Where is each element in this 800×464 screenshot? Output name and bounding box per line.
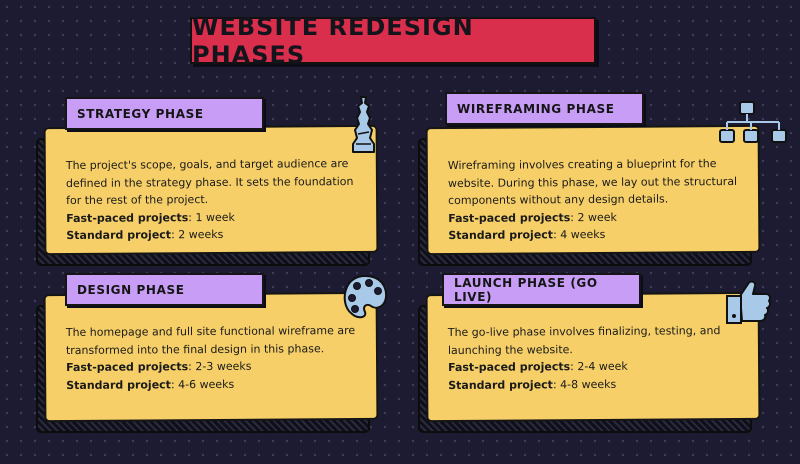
phase-card-launch: The go-live phase involves finalizing, t… bbox=[425, 291, 761, 423]
fast-paced-value: : 2-3 weeks bbox=[188, 359, 252, 374]
fast-paced-value: : 2 week bbox=[570, 210, 617, 224]
fast-paced-duration: Fast-paced projects: 2-3 weeks bbox=[66, 357, 362, 377]
thumbs-up-icon bbox=[726, 280, 772, 324]
standard-duration: Standard project: 4 weeks bbox=[448, 225, 744, 245]
phase-label-strategy: Strategy Phase bbox=[65, 97, 264, 130]
page-title: Website Redesign Phases bbox=[192, 12, 474, 69]
standard-value: : 4 weeks bbox=[553, 227, 606, 242]
standard-duration: Standard project: 4-8 weeks bbox=[448, 374, 744, 394]
fast-paced-label: Fast-paced projects bbox=[448, 360, 571, 375]
phase-description: Wireframing involves creating a blueprin… bbox=[447, 157, 738, 208]
title-banner: Website Redesign Phases bbox=[190, 13, 596, 69]
fast-paced-label: Fast-paced projects bbox=[66, 360, 189, 375]
phase-label-launch: Launch Phase (Go Live) bbox=[442, 273, 641, 306]
phase-label-design: Design Phase bbox=[65, 273, 264, 306]
standard-value: : 4-6 weeks bbox=[170, 377, 235, 391]
standard-duration: Standard project: 4-6 weeks bbox=[66, 374, 362, 394]
phase-card-strategy: The project's scope, goals, and target a… bbox=[43, 124, 379, 256]
fast-paced-value: : 1 week bbox=[188, 210, 235, 224]
standard-label: Standard project bbox=[66, 228, 172, 243]
standard-value: : 4-8 weeks bbox=[552, 377, 617, 391]
standard-label: Standard project bbox=[448, 228, 554, 243]
standard-label: Standard project bbox=[448, 377, 553, 392]
phase-description: The project's scope, goals, and target a… bbox=[65, 157, 354, 208]
standard-value: : 2 weeks bbox=[171, 227, 224, 242]
phase-card-body: The project's scope, goals, and target a… bbox=[66, 155, 363, 245]
standard-label: Standard project bbox=[66, 377, 171, 392]
phase-card-design: The homepage and full site functional wi… bbox=[43, 291, 379, 423]
standard-duration: Standard project: 2 weeks bbox=[66, 225, 362, 245]
fast-paced-label: Fast-paced projects bbox=[66, 210, 189, 225]
paint-palette-icon bbox=[343, 274, 388, 319]
phase-label-wireframing: Wireframing Phase bbox=[445, 92, 644, 125]
phase-card-wireframing: Wireframing involves creating a blueprin… bbox=[425, 124, 761, 256]
phase-card-body: The homepage and full site functional wi… bbox=[66, 322, 362, 394]
fast-paced-value: : 2-4 week bbox=[570, 359, 628, 374]
fast-paced-duration: Fast-paced projects: 2-4 week bbox=[448, 357, 744, 377]
sitemap-icon bbox=[719, 101, 787, 143]
chess-pawn-icon bbox=[352, 96, 375, 153]
fast-paced-duration: Fast-paced projects: 1 week bbox=[66, 207, 362, 227]
phase-description: The homepage and full site functional wi… bbox=[65, 323, 356, 357]
fast-paced-label: Fast-paced projects bbox=[448, 210, 571, 225]
phase-description: The go-live phase involves finalizing, t… bbox=[447, 324, 721, 357]
phase-card-body: Wireframing involves creating a blueprin… bbox=[448, 155, 745, 245]
fast-paced-duration: Fast-paced projects: 2 week bbox=[448, 207, 744, 227]
phase-card-body: The go-live phase involves finalizing, t… bbox=[448, 322, 744, 394]
